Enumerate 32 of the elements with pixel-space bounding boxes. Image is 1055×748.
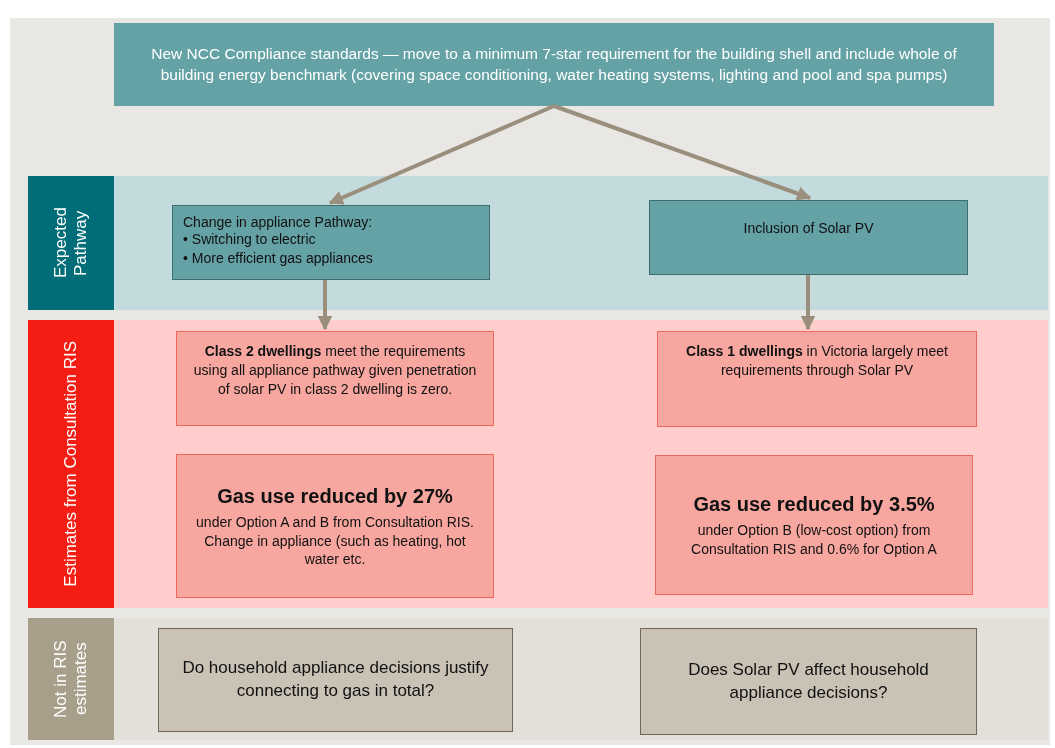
process-box <box>158 628 513 732</box>
bullet-item: • More efficient gas appliances <box>183 248 373 268</box>
box-text: under Option A and B from Consultation RIS. Change in appliance (such as heating, hot water etc. <box>195 512 475 570</box>
arrow <box>800 275 816 331</box>
arrow <box>553 104 812 201</box>
process-box <box>176 331 494 426</box>
process-box <box>649 200 968 275</box>
box-text: Class 2 dwellings meet the requirements using all appliance pathway given penetration of solar PV in class 2 dwelling is zero. <box>192 342 478 399</box>
process-box <box>655 455 973 595</box>
process-box <box>657 331 977 427</box>
box-heading: Change in appliance Pathway: <box>183 214 373 230</box>
box-heading: Gas use reduced by 3.5% <box>693 492 935 518</box>
lane-panel <box>28 320 1048 608</box>
lane-panel <box>28 618 1048 740</box>
box-text: New NCC Compliance standards — move to a minimum 7-star requirement for the building shell and include whole of building energy benchmark (covering space conditioning, water heating systems, lighting and pool and spa pumps) <box>150 43 958 85</box>
question-text: Do household appliance decisions justify connecting to gas in total? <box>181 657 490 702</box>
arrow <box>317 280 333 331</box>
lane-label: Expected Pathway <box>51 206 91 281</box>
process-box <box>176 454 494 598</box>
box-text: under Option B (low-cost option) from Consultation RIS and 0.6% for Option A <box>690 521 938 559</box>
process-box <box>640 628 977 735</box>
box-text: Inclusion of Solar PV <box>743 219 874 238</box>
box-text: Class 1 dwellings in Victoria largely meet requirements through Solar PV <box>685 342 949 380</box>
arrow <box>328 104 555 205</box>
box-heading: Gas use reduced by 27% <box>217 483 453 509</box>
lane-label: Estimates from Consultation RIS <box>61 341 81 587</box>
question-text: Does Solar PV affect household appliance decisions? <box>687 658 930 704</box>
bullet-item: • Switching to electric <box>183 230 316 249</box>
process-box <box>172 205 490 280</box>
process-box <box>114 23 994 106</box>
lane-panel <box>28 176 1048 310</box>
lane-label: Not in RIS estimates <box>51 639 91 720</box>
